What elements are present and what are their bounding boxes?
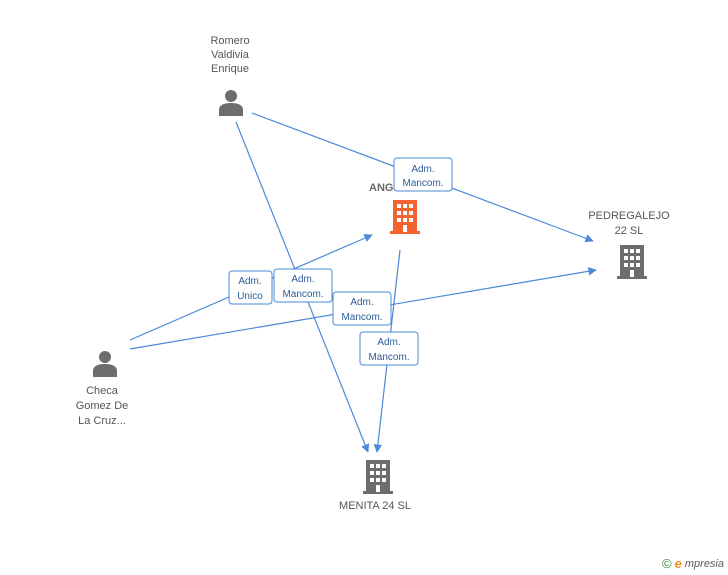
node-checa[interactable]: Checa Gomez De La Cruz... xyxy=(76,351,129,427)
node-pedregalejo[interactable]: PEDREGALEJO 22 SL xyxy=(588,210,670,279)
node-label: Enrique xyxy=(211,63,249,75)
relation-box-frame xyxy=(393,157,453,192)
node-label: PEDREGALEJO xyxy=(588,210,670,222)
node-romero[interactable]: Romero Valdivia Enrique xyxy=(210,35,250,116)
relation-box-frame xyxy=(273,268,333,303)
person-icon xyxy=(93,351,117,377)
node-menita[interactable]: MENITA 24 SL xyxy=(339,460,411,512)
relation-label: Adm. xyxy=(291,274,314,285)
building-icon xyxy=(390,200,420,234)
building-icon xyxy=(617,245,647,279)
node-label: MENITA 24 SL xyxy=(339,500,411,512)
relation-label: Adm. xyxy=(238,276,261,287)
relation-label: Mancom. xyxy=(341,312,382,323)
relation-label: Unico xyxy=(237,291,263,302)
node-label: ANG xyxy=(369,182,393,194)
copyright-symbol: © xyxy=(662,556,672,571)
brand-e: e xyxy=(674,556,682,571)
edges xyxy=(129,112,597,453)
relation-box-r1[interactable]: Adm. Mancom. xyxy=(393,157,453,192)
relation-label: Mancom. xyxy=(402,178,443,189)
relation-box-r4[interactable]: Adm. Mancom. xyxy=(332,291,392,326)
node-label: Gomez De xyxy=(76,400,129,412)
person-icon xyxy=(219,90,243,116)
building-icon xyxy=(363,460,393,494)
relation-box-frame xyxy=(332,291,392,326)
relation-label: Adm. xyxy=(350,297,373,308)
relation-label: Mancom. xyxy=(368,352,409,363)
node-ang[interactable]: ANG xyxy=(369,182,420,234)
relation-box-frame xyxy=(359,331,419,366)
relation-box-r2[interactable]: Adm. Unico xyxy=(228,270,273,305)
brand-name: mpresia xyxy=(684,557,724,570)
relation-label: Adm. xyxy=(411,164,434,175)
node-label: Checa xyxy=(86,385,119,397)
relation-box-r5[interactable]: Adm. Mancom. xyxy=(359,331,419,366)
node-label: 22 SL xyxy=(615,225,644,237)
node-label: Valdivia xyxy=(211,49,250,61)
relation-label: Adm. xyxy=(377,337,400,348)
node-label: Romero xyxy=(210,35,249,47)
relation-box-r3[interactable]: Adm. Mancom. xyxy=(273,268,333,303)
relation-box-frame xyxy=(228,270,273,305)
relation-label: Mancom. xyxy=(282,289,323,300)
node-label: La Cruz... xyxy=(78,415,126,427)
